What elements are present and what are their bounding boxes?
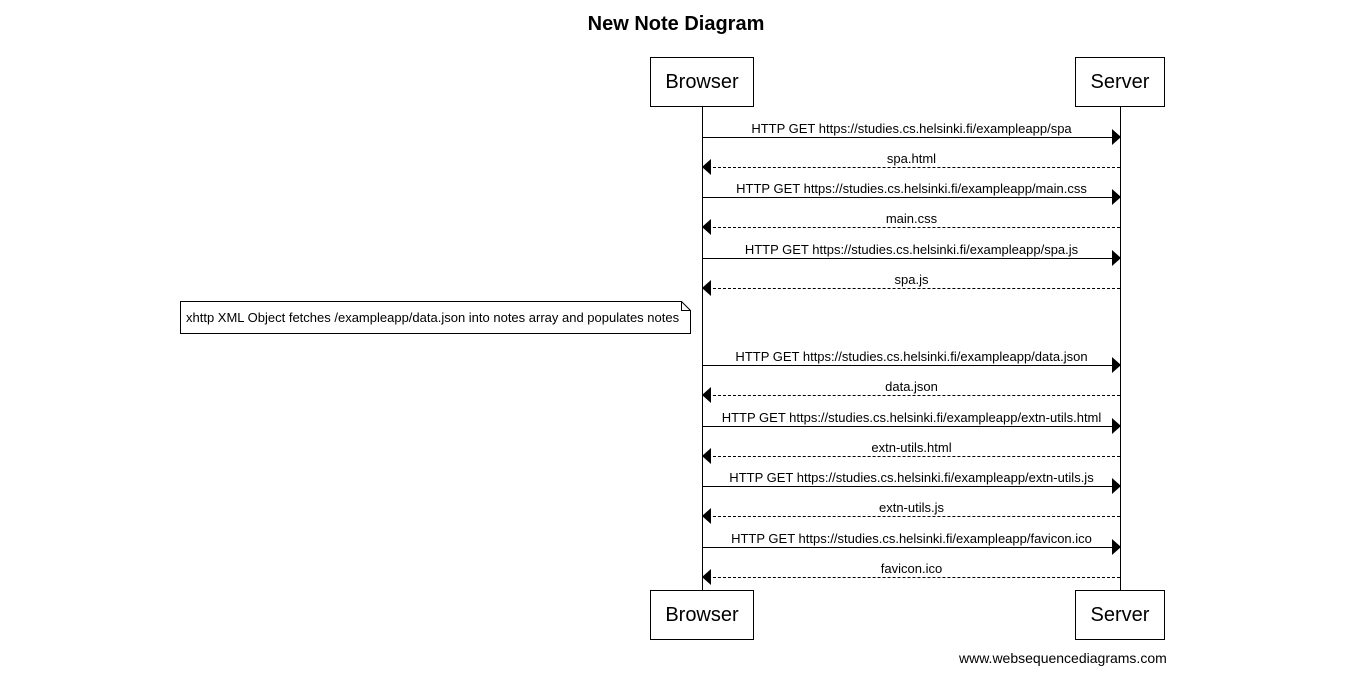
- arrow-right-icon: [1112, 189, 1121, 205]
- arrow-left-icon: [702, 448, 711, 464]
- note-shape: [180, 301, 691, 334]
- message-line: [703, 486, 1120, 487]
- actor-browser-bottom: Browser: [650, 590, 754, 640]
- message-label: HTTP GET https://studies.cs.helsinki.fi/…: [735, 349, 1088, 364]
- message-label: spa.js: [894, 272, 929, 287]
- arrow-right-icon: [1112, 129, 1121, 145]
- message-line: [703, 197, 1120, 198]
- arrow-left-icon: [702, 508, 711, 524]
- message-label: main.css: [885, 211, 938, 226]
- message-label: favicon.ico: [880, 561, 943, 576]
- arrow-left-icon: [702, 387, 711, 403]
- message-label: HTTP GET https://studies.cs.helsinki.fi/…: [731, 531, 1092, 546]
- message-line: [703, 365, 1120, 366]
- message-label: extn-utils.js: [878, 500, 945, 515]
- actor-server-bottom: Server: [1075, 590, 1165, 640]
- arrow-right-icon: [1112, 478, 1121, 494]
- message-line: [703, 426, 1120, 427]
- server-lifeline: [1120, 107, 1121, 591]
- arrow-left-icon: [702, 219, 711, 235]
- message-line: [703, 137, 1120, 138]
- message-line: [703, 227, 1120, 228]
- message-label: extn-utils.html: [871, 440, 952, 455]
- arrow-right-icon: [1112, 539, 1121, 555]
- arrow-right-icon: [1112, 357, 1121, 373]
- arrow-right-icon: [1112, 418, 1121, 434]
- message-line: [703, 577, 1120, 578]
- note-text: xhttp XML Object fetches /exampleapp/dat…: [186, 310, 680, 325]
- message-label: HTTP GET https://studies.cs.helsinki.fi/…: [744, 242, 1079, 257]
- message-line: [703, 395, 1120, 396]
- message-line: [703, 547, 1120, 548]
- message-line: [703, 288, 1120, 289]
- message-label: HTTP GET https://studies.cs.helsinki.fi/…: [751, 121, 1072, 136]
- message-label: HTTP GET https://studies.cs.helsinki.fi/…: [721, 410, 1102, 425]
- actor-server-top: Server: [1075, 57, 1165, 107]
- message-line: [703, 456, 1120, 457]
- message-label: spa.html: [886, 151, 937, 166]
- note-box: xhttp XML Object fetches /exampleapp/dat…: [180, 301, 691, 334]
- message-line: [703, 516, 1120, 517]
- message-label: data.json: [885, 379, 938, 394]
- arrow-left-icon: [702, 280, 711, 296]
- footer-credit: www.websequencediagrams.com: [959, 650, 1167, 666]
- arrow-left-icon: [702, 569, 711, 585]
- arrow-left-icon: [702, 159, 711, 175]
- message-label: HTTP GET https://studies.cs.helsinki.fi/…: [736, 181, 1087, 196]
- actor-browser-top: Browser: [650, 57, 754, 107]
- diagram-title: New Note Diagram: [587, 13, 765, 35]
- browser-lifeline: [702, 107, 703, 591]
- message-line: [703, 258, 1120, 259]
- arrow-right-icon: [1112, 250, 1121, 266]
- message-label: HTTP GET https://studies.cs.helsinki.fi/…: [729, 470, 1094, 485]
- message-line: [703, 167, 1120, 168]
